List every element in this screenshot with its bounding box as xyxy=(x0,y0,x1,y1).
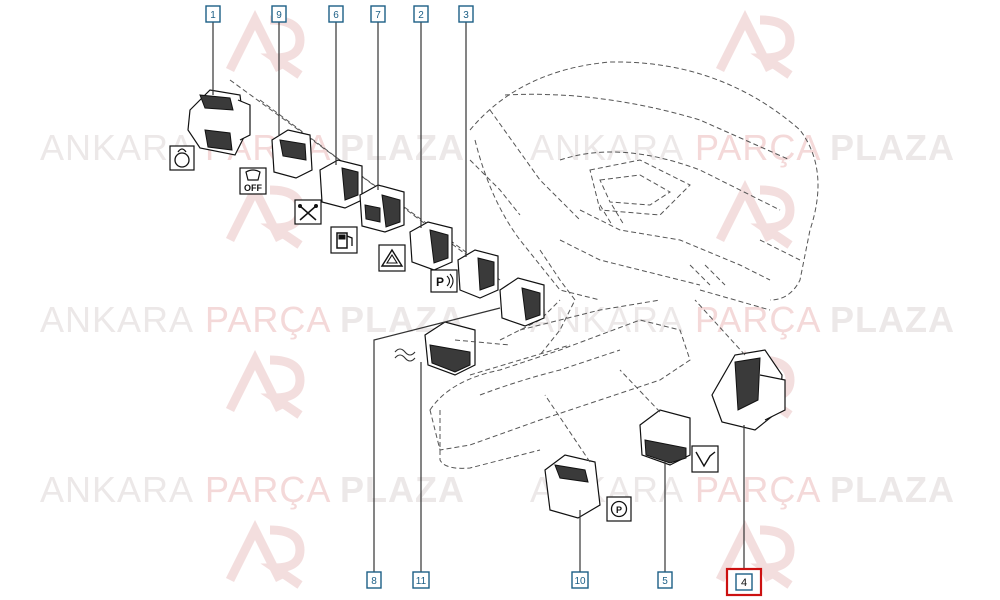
watermark-text: ANKARA xyxy=(40,299,194,340)
callout-4[interactable]: 4 xyxy=(725,567,763,597)
callout-1[interactable]: 1 xyxy=(205,5,221,23)
tools-icon xyxy=(294,199,322,225)
svg-text:PLAZA: PLAZA xyxy=(830,299,955,340)
drive-mode-icon xyxy=(691,445,719,473)
svg-text:PARÇA: PARÇA xyxy=(205,299,331,340)
callout-label: 8 xyxy=(371,576,377,587)
switch-6-part xyxy=(319,159,363,209)
watermark-text: ANKARA xyxy=(530,299,684,340)
svg-text:PARÇA: PARÇA xyxy=(695,127,821,168)
watermark-text: ANKARA xyxy=(40,127,194,168)
svg-text:PLAZA: PLAZA xyxy=(340,127,465,168)
parking-sensor-switch-part xyxy=(457,249,499,299)
switch-11-part xyxy=(424,321,476,376)
parking-brake-switch-part xyxy=(544,454,601,519)
svg-text:ANKARA: ANKARA xyxy=(40,469,194,510)
parking-brake-label: P xyxy=(616,505,622,515)
svg-text:PLAZA: PLAZA xyxy=(340,469,465,510)
watermark-text: PLAZA xyxy=(340,127,465,168)
callout-label: 2 xyxy=(418,10,424,21)
parking-sensor-icon: P xyxy=(430,269,458,293)
svg-text:PARÇA: PARÇA xyxy=(695,469,821,510)
svg-text:ANKARA: ANKARA xyxy=(40,299,194,340)
headlight-icon xyxy=(169,145,195,171)
switch-5-part xyxy=(639,409,691,466)
callout-label: 3 xyxy=(463,10,469,21)
callout-6[interactable]: 6 xyxy=(328,5,344,23)
parking-sensor-label: P xyxy=(436,275,444,289)
hazard-switch-part xyxy=(409,221,453,271)
svg-text:ANKARA: ANKARA xyxy=(530,299,684,340)
callout-label: 11 xyxy=(416,576,427,587)
callout-8[interactable]: 8 xyxy=(366,571,382,589)
callout-label: 4 xyxy=(741,577,747,589)
callout-9[interactable]: 9 xyxy=(271,5,287,23)
watermark-text: ANKARA xyxy=(40,469,194,510)
watermark-text: PARÇA xyxy=(695,299,821,340)
callout-label: 7 xyxy=(375,10,381,21)
callouts: 1 9 6 7 2 3 8 11 xyxy=(205,5,763,597)
callout-label: 1 xyxy=(210,10,216,21)
leader-lines xyxy=(212,22,746,572)
callout-3[interactable]: 3 xyxy=(458,5,474,23)
esp-off-label: OFF xyxy=(244,183,262,193)
callout-label: 9 xyxy=(276,10,282,21)
watermark-text: PARÇA xyxy=(695,469,821,510)
svg-text:PLAZA: PLAZA xyxy=(830,127,955,168)
esp-off-icon: OFF xyxy=(239,167,267,195)
switch-8-part xyxy=(499,277,545,327)
svg-text:ANKARA: ANKARA xyxy=(40,127,194,168)
watermark-layer: ANKARA PARÇA PLAZA ANKARA PARÇA PLAZA AN… xyxy=(40,9,955,589)
svg-text:PARÇA: PARÇA xyxy=(205,469,331,510)
watermark-text: PLAZA xyxy=(830,469,955,510)
svg-text:PLAZA: PLAZA xyxy=(830,469,955,510)
watermark-text: ANKARA xyxy=(530,127,684,168)
fuel-switch-part xyxy=(359,184,405,233)
watermark-text: PLAZA xyxy=(830,299,955,340)
hazard-triangle-icon xyxy=(378,244,406,272)
gear-selector-part xyxy=(711,349,786,431)
parking-brake-icon: P xyxy=(606,496,632,522)
light-switch-part xyxy=(187,89,251,156)
function-symbols: OFF P xyxy=(169,145,719,522)
watermark-text: PLAZA xyxy=(340,469,465,510)
callout-label: 10 xyxy=(574,576,586,587)
callout-5[interactable]: 5 xyxy=(657,571,673,589)
callout-11[interactable]: 11 xyxy=(412,571,430,589)
svg-text:ANKARA: ANKARA xyxy=(530,127,684,168)
callout-10[interactable]: 10 xyxy=(571,571,589,589)
fuel-pump-icon xyxy=(330,226,358,254)
seat-heat-icon xyxy=(394,348,416,362)
parts-layer xyxy=(187,89,786,519)
callout-label: 6 xyxy=(333,10,339,21)
watermark-text: PARÇA xyxy=(205,469,331,510)
callout-7[interactable]: 7 xyxy=(370,5,386,23)
callout-label: 5 xyxy=(662,576,668,587)
watermark-text: PARÇA xyxy=(205,299,331,340)
watermark-logo-icon xyxy=(225,9,795,589)
esp-switch-part xyxy=(271,129,313,179)
callout-2[interactable]: 2 xyxy=(413,5,429,23)
watermark-text: PLAZA xyxy=(830,127,955,168)
svg-text:PARÇA: PARÇA xyxy=(695,299,821,340)
watermark-text: PARÇA xyxy=(695,127,821,168)
